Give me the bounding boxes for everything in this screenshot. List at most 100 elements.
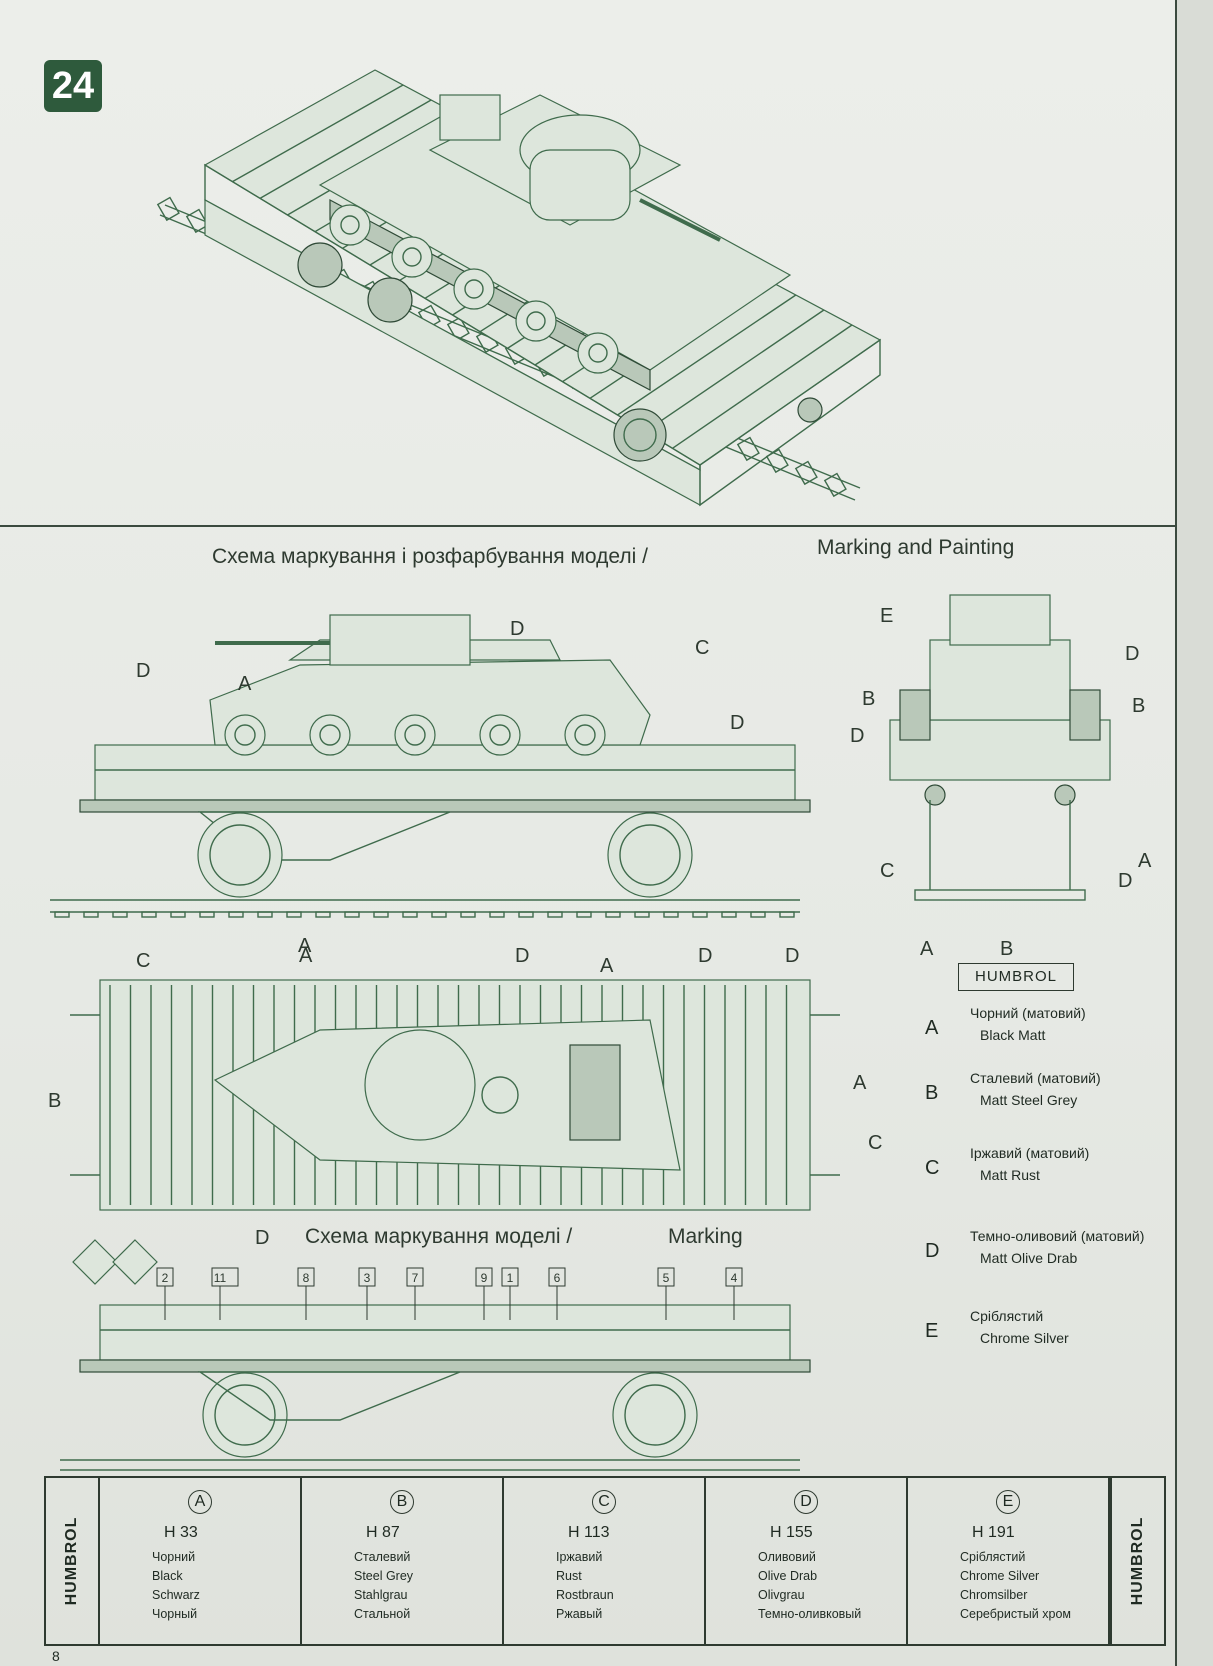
paint-cell-d: D H 155 Оливовий Olive Drab Olivgrau Тем… [706,1478,908,1644]
callout-side: C [695,637,710,659]
callout-front: B [1000,938,1014,960]
paint-name: Chromsilber [960,1588,1028,1602]
paint-table-side-right: HUMBROL [1110,1478,1164,1644]
paint-name: Сталевий [354,1550,411,1564]
paint-table: HUMBROL A H 33 Чорний Black Schwarz Чорн… [44,1476,1166,1646]
legend-row-d: D Темно-оливовий (матовий) Matt Olive Dr… [925,1228,1165,1284]
paint-name: Steel Grey [354,1569,414,1583]
decal-number: 11 [214,1271,227,1285]
paint-cell-e: E H 191 Сріблястий Chrome Silver Chromsi… [908,1478,1110,1644]
callout-top: D [255,1227,270,1249]
paint-name: Black [152,1569,183,1583]
callout-top: B [48,1090,62,1112]
callout-front: D [1118,870,1133,892]
marking-painting-heading-en: Marking and Painting [817,536,1015,559]
paint-code: H 113 [568,1524,610,1541]
paint-name: Schwarz [152,1588,200,1602]
legend-letter: B [925,1082,939,1104]
paint-name: Серебристый хром [960,1607,1071,1621]
decal-number: 8 [303,1271,310,1285]
legend-en: Chrome Silver [980,1330,1069,1346]
paint-names: Сріблястий Chrome Silver Chromsilber Сер… [960,1548,1071,1624]
decal-number: 3 [364,1271,371,1285]
marking-heading-en: Marking [668,1225,743,1248]
marking-painting-heading-ua: Схема маркування і розфарбування моделі … [212,545,648,568]
callout-top: D [515,945,530,967]
paint-table-side-left: HUMBROL [46,1478,100,1644]
page-number: 8 [52,1648,60,1664]
marking-emblems [72,1239,158,1285]
legend-letter: C [925,1157,940,1179]
humbrol-side-label: HUMBROL [63,1516,80,1606]
humbrol-side-label: HUMBROL [1129,1516,1146,1606]
paint-code: H 155 [770,1524,813,1541]
paint-name: Rust [556,1569,582,1583]
paint-names: Оливовий Olive Drab Olivgrau Темно-оливк… [758,1548,861,1624]
top-view [70,979,840,1211]
section-divider [0,525,1175,527]
callout-side: A [298,935,312,957]
callout-front: A [1138,850,1152,872]
paint-letter: C [592,1490,616,1514]
paint-name: Сріблястий [960,1550,1026,1564]
decal-number: 5 [663,1271,670,1285]
step-number-badge: 24 [44,60,102,112]
side-view [50,614,811,918]
legend-en: Matt Olive Drab [980,1250,1078,1266]
paint-letter: B [390,1490,414,1514]
paint-cell-c: C H 113 Іржавий Rust Rostbraun Ржавый [504,1478,706,1644]
legend-row-e: E Сріблястий Chrome Silver [925,1308,1165,1364]
isometric-assembly-drawing [156,69,882,507]
paint-letter: E [996,1490,1020,1514]
callout-side: D [850,725,865,747]
callout-side: D [730,712,745,734]
paint-name: Іржавий [556,1550,603,1564]
callout-front: B [1132,695,1146,717]
paint-letter: A [188,1490,212,1514]
callout-front: D [1125,643,1140,665]
instruction-page: 24 Схе [0,0,1177,1666]
paint-name: Olive Drab [758,1569,818,1583]
paint-name: Chrome Silver [960,1569,1040,1583]
legend-ua: Сталевий (матовий) [970,1070,1101,1086]
callout-side: D [136,660,151,682]
callout-front: E [880,605,894,627]
paint-names: Чорний Black Schwarz Чорный [152,1548,200,1624]
callout-top: A [299,945,313,967]
callout-top: D [785,945,800,967]
legend-letter: D [925,1240,940,1262]
paint-cell-a: A H 33 Чорний Black Schwarz Чорный [100,1478,302,1644]
callout-top: D [698,945,713,967]
paint-name: Оливовий [758,1550,816,1564]
paint-name: Чорный [152,1607,198,1621]
marking-heading-ua: Схема маркування моделі / [305,1225,573,1248]
decal-number: 9 [481,1271,488,1285]
paint-name: Чорний [152,1550,196,1564]
front-view [889,594,1111,901]
paint-name: Темно-оливковый [758,1607,862,1621]
paint-code: H 87 [366,1524,400,1541]
decal-number: 1 [507,1271,514,1285]
paint-name: Rostbraun [556,1588,614,1602]
legend-letter: A [925,1017,939,1039]
legend-ua: Іржавий (матовий) [970,1145,1090,1161]
paint-names: Іржавий Rust Rostbraun Ржавый [556,1548,614,1624]
callout-top: A [853,1072,867,1094]
callout-front: C [880,860,895,882]
decal-number: 2 [162,1271,169,1285]
tank [318,94,792,391]
paint-code: H 33 [164,1524,198,1541]
humbrol-legend-title: HUMBROL [958,963,1074,991]
paint-name: Stahlgrau [354,1588,408,1602]
legend-row-c: C Іржавий (матовий) Matt Rust [925,1145,1165,1201]
callout-front: A [920,938,934,960]
callout-top: C [868,1132,883,1154]
callout-side: D [510,618,525,640]
decal-number: 6 [554,1271,561,1285]
legend-en: Black Matt [980,1027,1046,1043]
legend-row-a: A Чорний (матовий) Black Matt [925,1005,1165,1061]
callout-side: A [238,673,252,695]
paint-cell-b: B H 87 Сталевий Steel Grey Stahlgrau Ста… [302,1478,504,1644]
